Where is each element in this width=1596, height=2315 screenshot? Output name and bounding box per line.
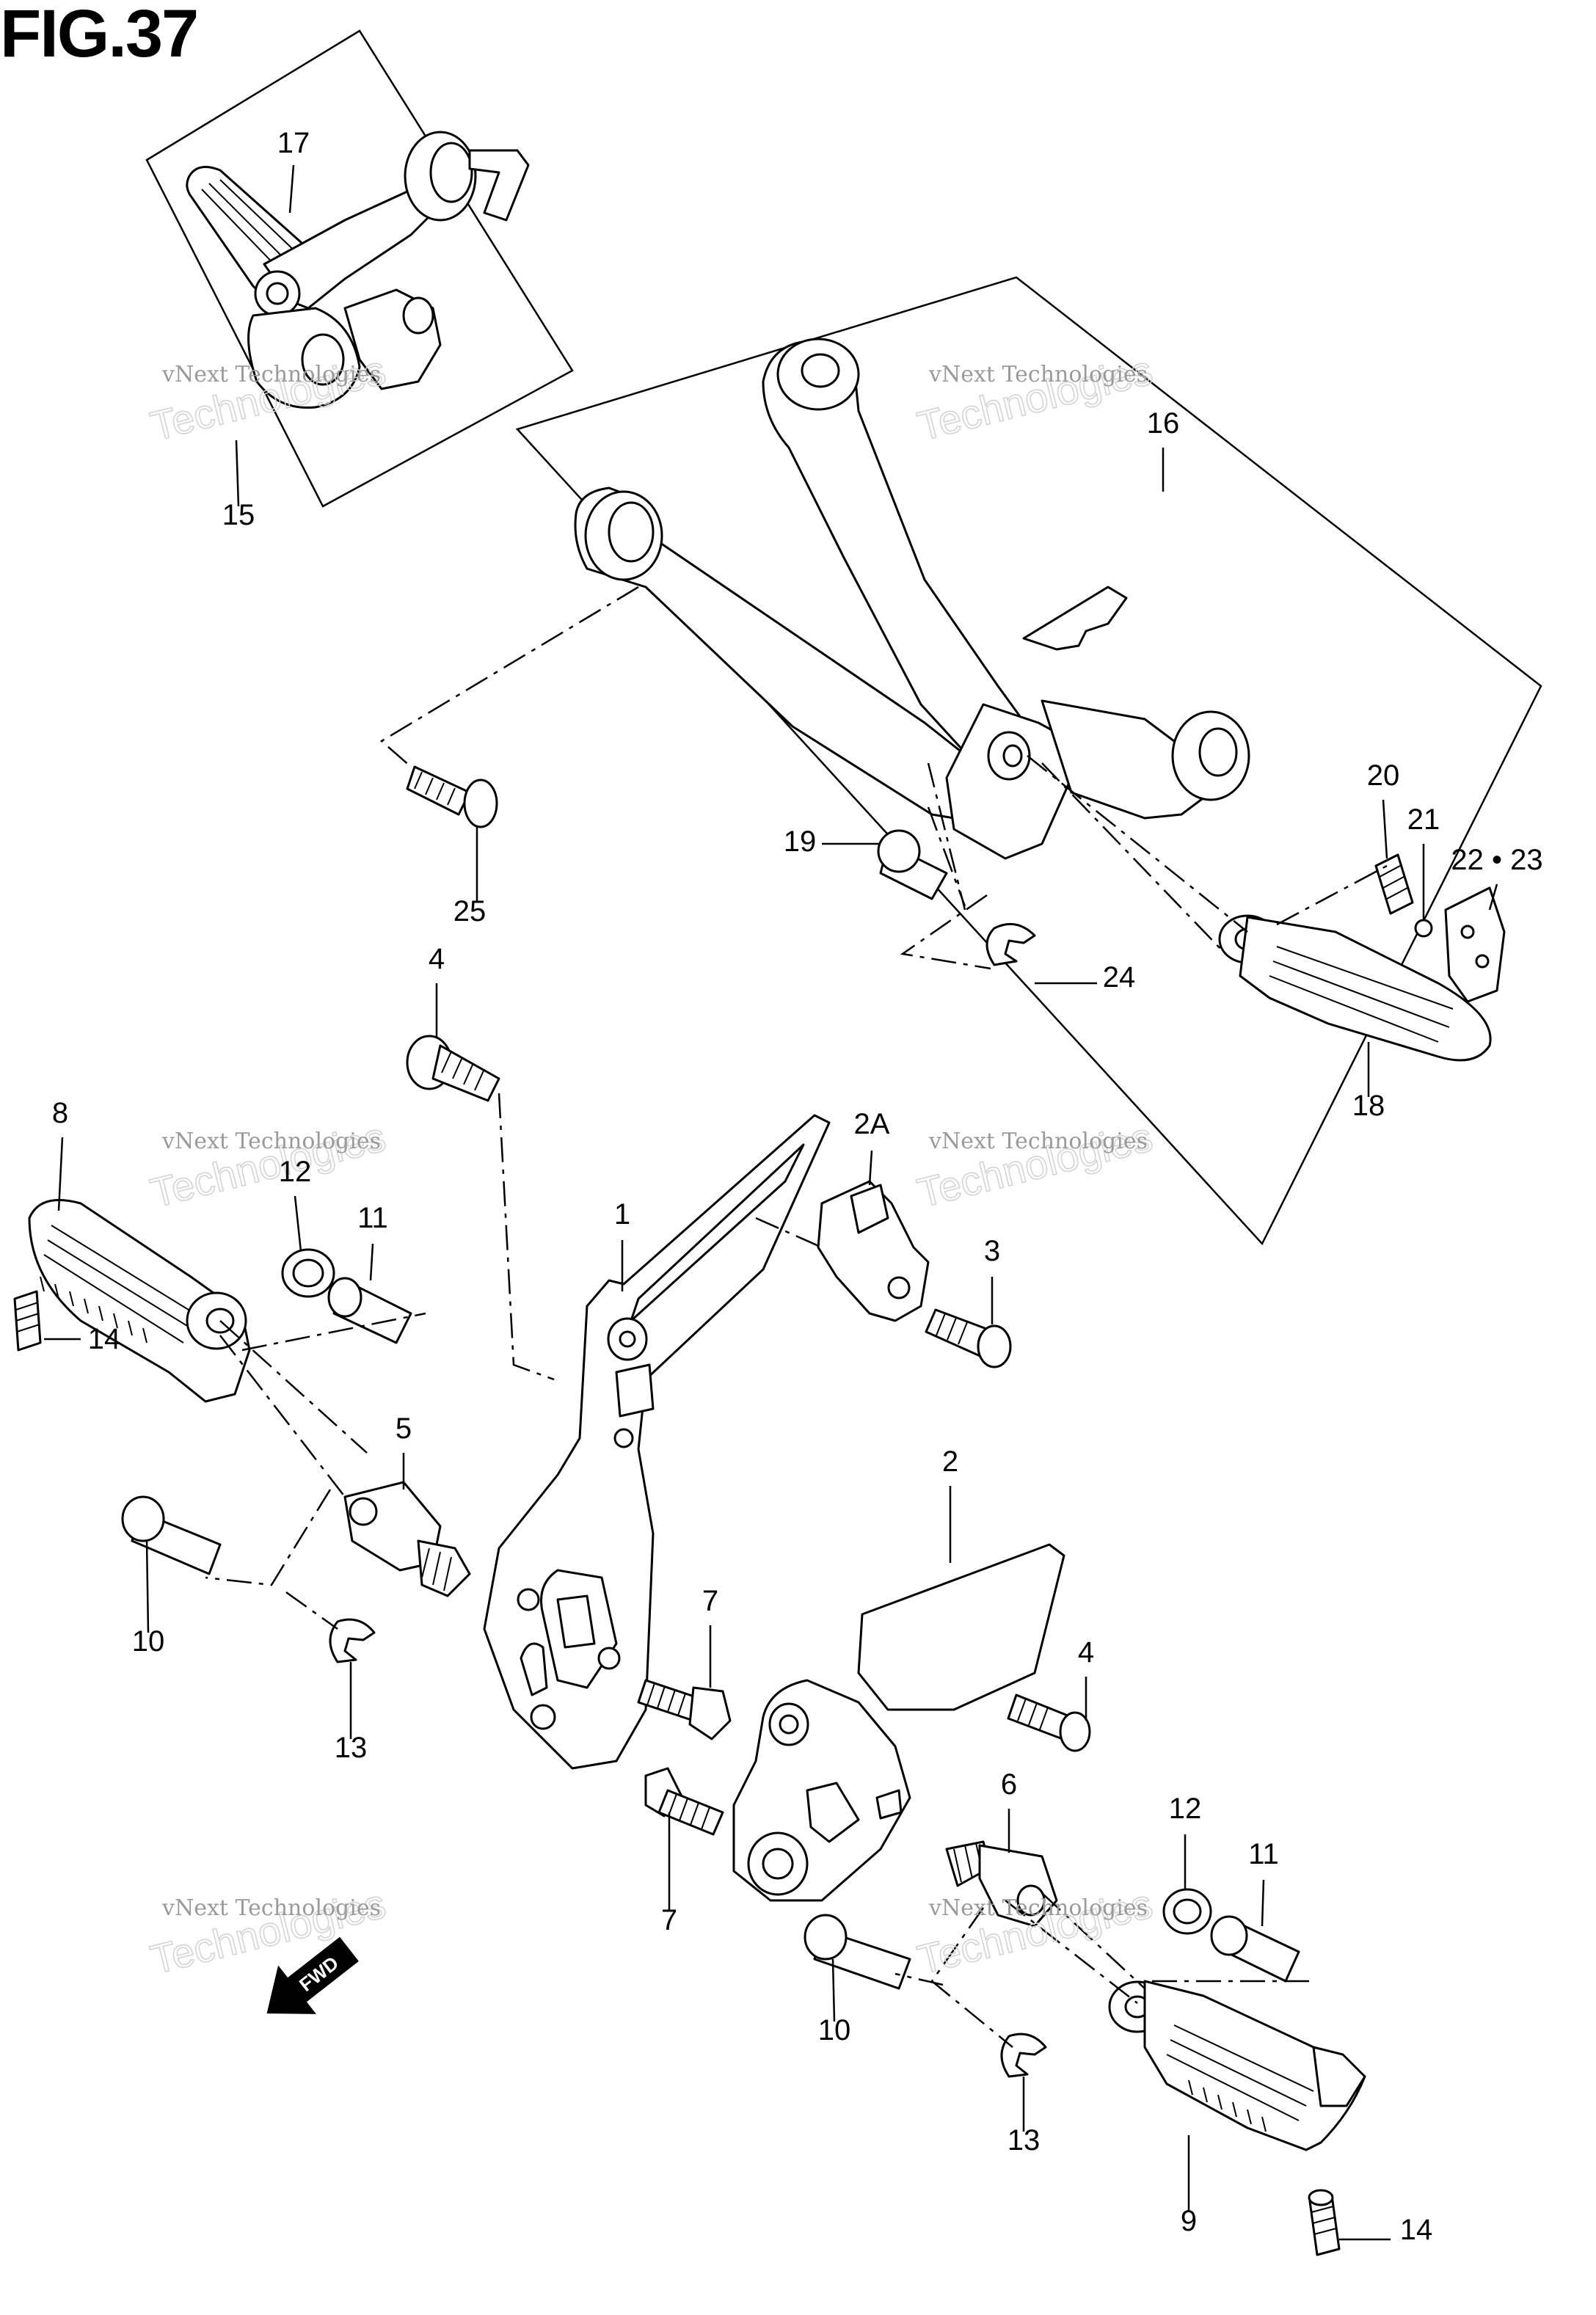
part-14-bolt-right (1308, 2189, 1341, 2256)
part-label-p12a: 12 (279, 1156, 312, 1188)
part-4-bolt-upper (406, 1035, 500, 1102)
part-label-p9: 9 (1181, 2205, 1197, 2237)
part-label-p14a: 14 (88, 1323, 121, 1355)
part-label-p12b: 12 (1169, 1793, 1202, 1825)
part-20-spring (1374, 853, 1414, 915)
part-9-front-footrest-right (1108, 1980, 1366, 2151)
part-label-p19: 19 (784, 825, 817, 858)
part-label-p7b: 7 (661, 1904, 677, 1936)
part-label-p21: 21 (1407, 803, 1440, 836)
part-13-e-ring-left (329, 1618, 376, 1663)
part-22-23-plate (1444, 886, 1506, 1003)
assembly-lines (205, 586, 1388, 2048)
part-7-bolt-upper (637, 1679, 732, 1740)
part-label-p24: 24 (1103, 961, 1136, 994)
part-label-p7a: 7 (702, 1585, 718, 1617)
part-label-p14b: 14 (1400, 2214, 1433, 2246)
part-label-p11b: 11 (1248, 1838, 1279, 1870)
part-13-e-ring-right (1000, 2033, 1047, 2078)
part-label-p8: 8 (52, 1097, 68, 1129)
watermark-small-text: vNext Technologies (928, 1129, 1148, 1154)
part-16-rear-bracket (574, 338, 1250, 860)
part-label-p10b: 10 (818, 2014, 851, 2046)
part-2A-guard (817, 1180, 930, 1322)
part-label-p1: 1 (614, 1198, 630, 1231)
part-8-front-footrest (28, 1199, 251, 1403)
part-12-spring-right (1162, 1888, 1212, 1935)
figure-title: FIG.37 (0, 0, 199, 71)
part-10-pin-right (804, 1914, 911, 1990)
part-label-p15: 15 (222, 499, 255, 531)
part-11-pin-right (1210, 1915, 1300, 1983)
part-label-p11a: 11 (357, 1202, 388, 1234)
part-17-rear-footrest (186, 131, 530, 409)
part-label-p22_23: 22 • 23 (1451, 844, 1542, 876)
watermark-small-text: vNext Technologies (161, 362, 381, 387)
part-label-p25: 25 (453, 895, 487, 927)
part-label-p5: 5 (396, 1412, 412, 1445)
part-label-p18: 18 (1352, 1090, 1385, 1122)
part-label-p4a: 4 (429, 943, 445, 975)
part-24-e-ring (985, 922, 1036, 966)
part-5-pivot-bolt (343, 1481, 471, 1597)
part-label-p13b: 13 (1007, 2124, 1041, 2157)
part-7-bolt-lower (644, 1767, 724, 1836)
part-label-p2: 2 (942, 1445, 958, 1478)
watermark-small-text: vNext Technologies (161, 1895, 381, 1921)
part-label-p2A: 2A (854, 1108, 890, 1140)
part-label-p3: 3 (984, 1235, 1000, 1267)
watermark-small-text: vNext Technologies (928, 1895, 1148, 1921)
part-label-p6: 6 (1001, 1768, 1017, 1801)
part-label-p17: 17 (277, 127, 310, 159)
part-3-bolt (925, 1308, 1012, 1368)
part-19-pin (877, 829, 948, 900)
part-14-bolt-left (13, 1290, 42, 1352)
part-label-p16: 16 (1147, 407, 1180, 440)
part-label-p10a: 10 (132, 1625, 165, 1658)
watermark-small-text: vNext Technologies (161, 1129, 381, 1154)
kit-box-15 (145, 29, 574, 508)
part-label-p20: 20 (1367, 759, 1400, 792)
part-21-ball (1414, 919, 1433, 938)
watermark-small-text: vNext Technologies (928, 362, 1148, 387)
part-12-spring-left (281, 1248, 335, 1298)
part-label-p13a: 13 (335, 1732, 368, 1764)
part-10-pin-left (121, 1495, 222, 1575)
part-25-bolt (406, 765, 498, 828)
part-label-p4b: 4 (1078, 1636, 1094, 1669)
part-4-bolt-lower (1007, 1694, 1091, 1752)
part-2-front-bracket-right (732, 1543, 1065, 1902)
part-11-pin-left (327, 1277, 412, 1344)
part-6-pivot-bolt-right (945, 1840, 1058, 1928)
part-1-front-bracket (483, 1114, 831, 1770)
leader-lines (44, 164, 1498, 2241)
kit-box-16 (515, 276, 1542, 1246)
part-18-rear-footrest (1218, 914, 1492, 1062)
